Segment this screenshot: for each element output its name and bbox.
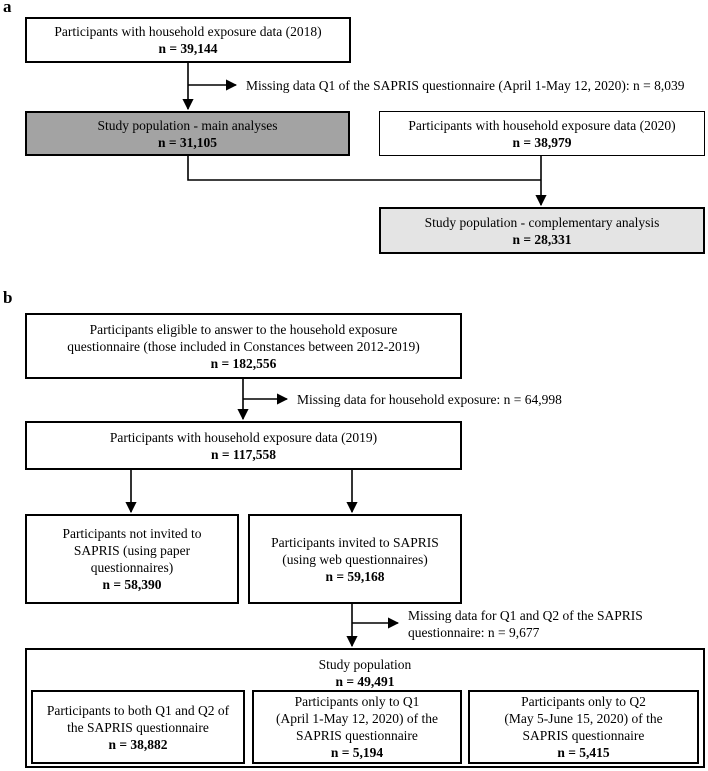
only-q1-line-2: (April 1-May 12, 2020) of the	[276, 711, 438, 726]
box-invited: Participants invited to SAPRIS (using we…	[248, 514, 462, 604]
invited-line-1: Participants invited to SAPRIS	[271, 534, 439, 550]
not-invited-line-3: questionnaires)	[90, 560, 174, 575]
eligible-line-2: questionnaire (those included in Constan…	[67, 338, 420, 354]
box-only-q1: Participants only to Q1 (April 1-May 12,…	[252, 690, 462, 764]
invited-count: n = 59,168	[325, 568, 385, 584]
box-main-analyses: Study population - main analyses n = 31,…	[25, 111, 350, 156]
not-invited-line-1: Participants not invited to	[62, 526, 202, 541]
box-participants-2019: Participants with household exposure dat…	[25, 421, 462, 470]
box-eligible-participants: Participants eligible to answer to the h…	[25, 313, 462, 379]
only-q2-line-3: SAPRIS questionnaire	[522, 728, 645, 743]
missing-q1-note: Missing data Q1 of the SAPRIS questionna…	[246, 78, 685, 93]
complementary-text: Study population - complementary analysi…	[424, 214, 660, 230]
invited-line-2: (using web questionnaires)	[282, 551, 428, 567]
both-count: n = 38,882	[108, 736, 168, 752]
box-not-invited: Participants not invited to SAPRIS (usin…	[25, 514, 239, 604]
box-participants-2020: Participants with household exposure dat…	[379, 111, 705, 156]
box-2018-count: n = 39,144	[158, 41, 218, 56]
only-q2-line-2: (May 5-June 15, 2020) of the	[504, 711, 663, 726]
box-both-q1-q2: Participants to both Q1 and Q2 of the SA…	[31, 690, 245, 764]
box-2019-text: Participants with household exposure dat…	[109, 429, 378, 445]
only-q2-line-1: Participants only to Q2	[521, 694, 646, 709]
panel-a-label: a	[3, 0, 12, 16]
missing-q-line-1: Missing data for Q1 and Q2 of the SAPRIS	[408, 608, 643, 623]
both-line-1: Participants to both Q1 and Q2 of	[46, 702, 230, 718]
box-2020-count: n = 38,979	[512, 134, 572, 150]
not-invited-line-2: SAPRIS (using paper	[73, 543, 191, 558]
only-q1-line-1: Participants only to Q1	[294, 694, 420, 709]
missing-q1-q2-note: Missing data for Q1 and Q2 of the SAPRIS…	[408, 607, 643, 641]
box-participants-2018: Participants with household exposure dat…	[25, 17, 351, 63]
study-population-text: Study population	[318, 657, 412, 672]
box-2019-count: n = 117,558	[210, 446, 277, 462]
only-q1-count: n = 5,194	[330, 745, 384, 760]
both-line-2: the SAPRIS questionnaire	[67, 719, 209, 735]
only-q2-count: n = 5,415	[557, 745, 610, 760]
panel-b-label: b	[3, 288, 13, 307]
missing-q-line-2: questionnaire: n = 9,677	[408, 625, 540, 640]
main-analyses-count: n = 31,105	[157, 134, 218, 150]
box-2018-text: Participants with household exposure dat…	[54, 24, 322, 39]
not-invited-count: n = 58,390	[102, 577, 162, 592]
box-only-q2: Participants only to Q2 (May 5-June 15, …	[468, 690, 699, 764]
missing-exposure-note: Missing data for household exposure: n =…	[297, 392, 562, 407]
main-analyses-text: Study population - main analyses	[97, 117, 278, 133]
box-2020-text: Participants with household exposure dat…	[408, 117, 676, 133]
only-q1-line-3: SAPRIS questionnaire	[296, 728, 418, 743]
eligible-count: n = 182,556	[210, 355, 277, 371]
eligible-line-1: Participants eligible to answer to the h…	[89, 321, 398, 337]
complementary-count: n = 28,331	[512, 231, 572, 247]
connector-main-to-join	[187, 156, 541, 181]
study-population-count: n = 49,491	[335, 674, 395, 689]
box-complementary-analysis: Study population - complementary analysi…	[379, 207, 705, 254]
